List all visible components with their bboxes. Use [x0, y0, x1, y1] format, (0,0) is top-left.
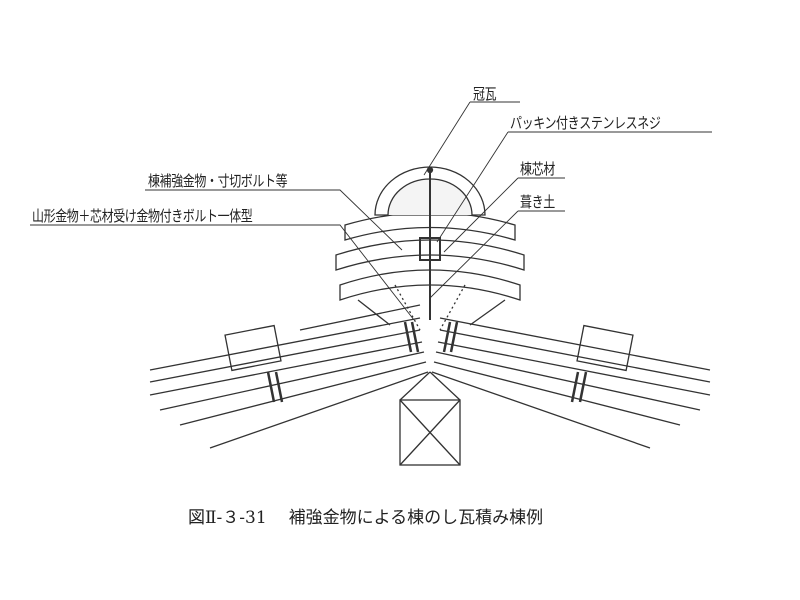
batten-left	[224, 324, 282, 372]
label-packing-screw: パッキン付きステンレスネジ	[510, 114, 661, 132]
figure-title: 補強金物による棟のし瓦積み棟例	[288, 508, 544, 528]
figure-caption: 図Ⅱ-３-31 補強金物による棟のし瓦積み棟例	[188, 503, 543, 528]
label-reinforcement: 棟補強金物・寸切ボルト等	[148, 172, 288, 190]
roof-right	[431, 317, 711, 449]
figure-number: 図Ⅱ-３-31	[188, 508, 267, 528]
label-ridge-core: 棟芯材	[520, 160, 555, 178]
roof-left	[149, 304, 429, 449]
label-kanmuri-gawara: 冠瓦	[473, 85, 497, 103]
label-angle-bracket: 山形金物＋芯材受け金物付きボルト一体型	[32, 207, 253, 225]
batten-right	[576, 324, 634, 372]
label-fuki-tsuchi: 葺き土	[520, 193, 555, 211]
leader-lines	[30, 101, 712, 321]
ridge-beam	[399, 371, 461, 466]
